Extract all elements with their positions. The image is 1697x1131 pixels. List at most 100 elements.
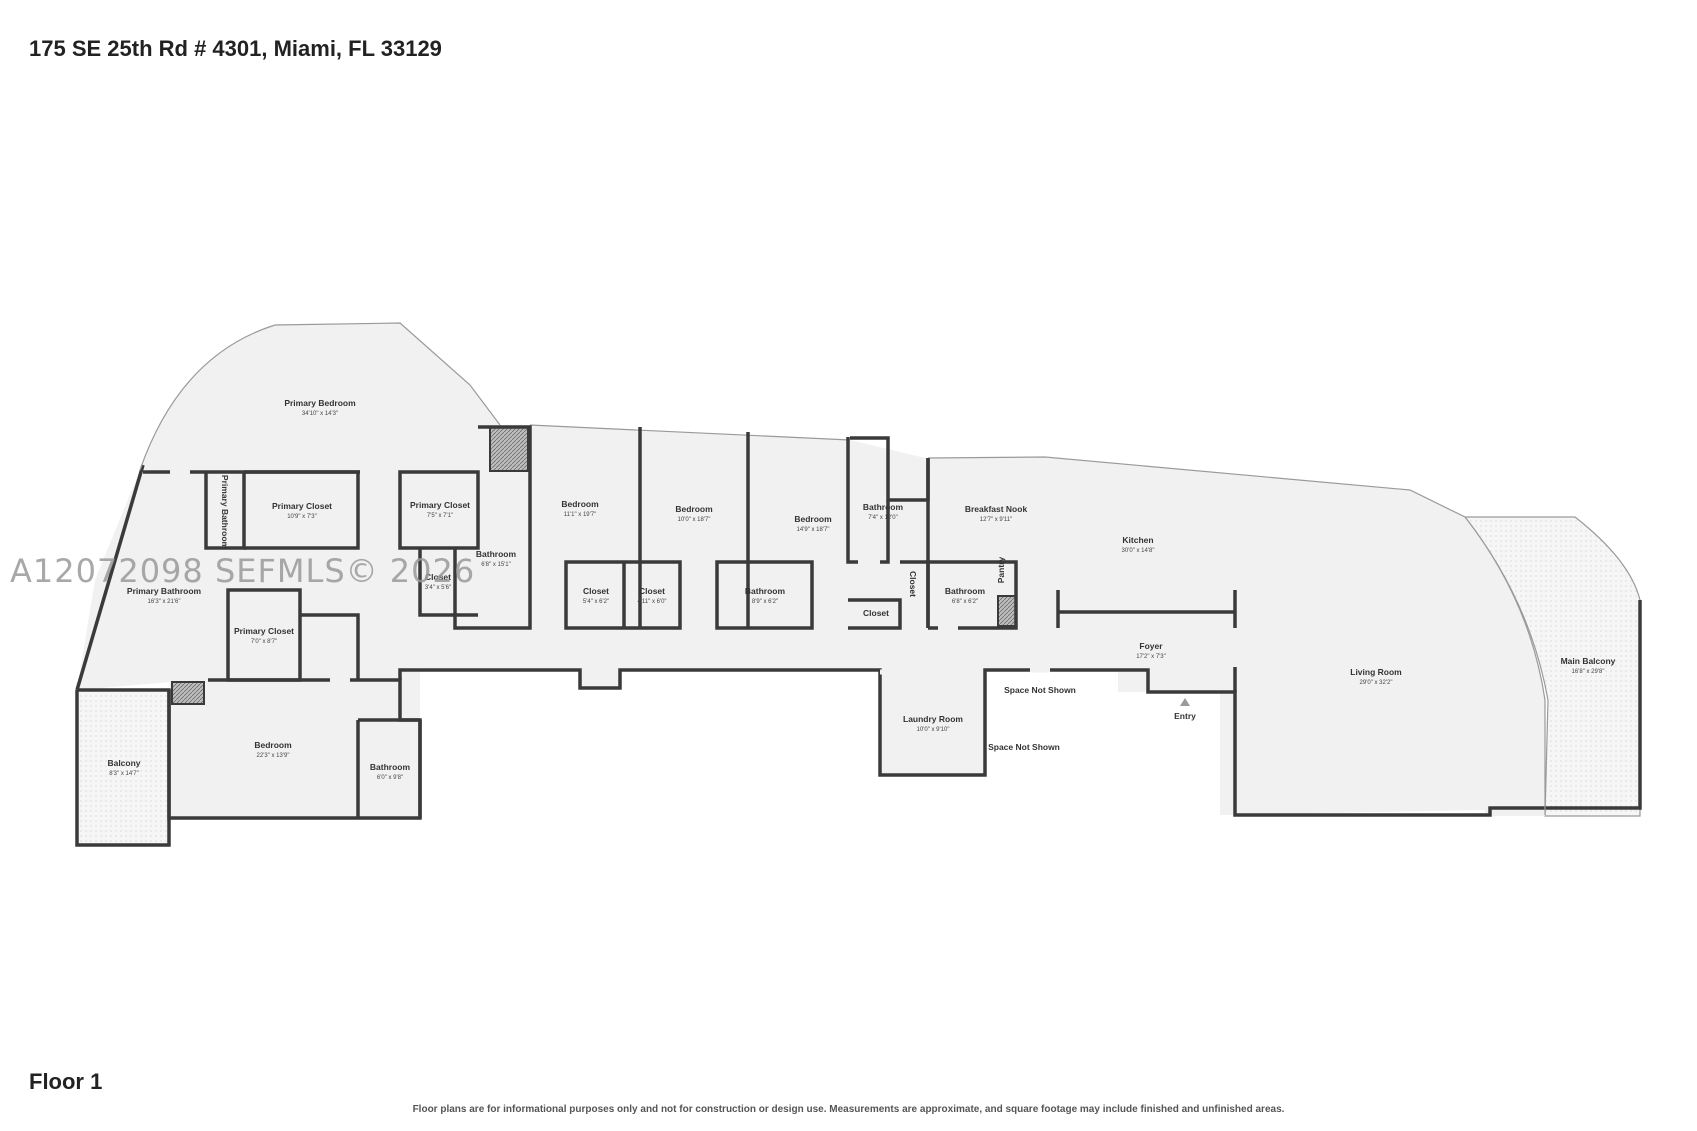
mls-watermark: A12072098 SEFMLS© 2026 — [10, 552, 476, 590]
room-closet-2: Closet 4'11" x 6'0" — [637, 586, 666, 605]
room-closet-4: Closet — [908, 571, 918, 597]
room-bathroom-1: Bathroom 6'8" x 15'1" — [476, 549, 517, 568]
svg-text:34'10" x 14'3": 34'10" x 14'3" — [302, 411, 338, 417]
room-closet-3: Closet — [863, 608, 889, 618]
svg-text:Bathroom: Bathroom — [370, 762, 411, 772]
room-bedroom-4: Bedroom 22'3" x 13'9" — [254, 740, 292, 759]
entry-arrow-icon — [1180, 698, 1190, 706]
svg-text:Bathroom: Bathroom — [945, 586, 986, 596]
shaft-block-3 — [997, 595, 1017, 627]
svg-text:Primary Closet: Primary Closet — [410, 500, 470, 510]
svg-text:8'9" x 6'2": 8'9" x 6'2" — [752, 599, 778, 605]
svg-text:Closet: Closet — [425, 572, 451, 582]
room-bathroom-5: Bathroom 6'0" x 9'8" — [370, 762, 411, 781]
room-bathroom-3: Bathroom 7'4" x 12'0" — [863, 502, 904, 521]
svg-text:Bedroom: Bedroom — [794, 514, 832, 524]
svg-text:Closet: Closet — [908, 571, 918, 597]
room-primary-closet-1: Primary Closet 10'9" x 7'3" — [272, 501, 332, 520]
outer-wall-balcony — [75, 688, 171, 847]
svg-text:6'8" x 6'2": 6'8" x 6'2" — [952, 599, 978, 605]
note-space-not-shown-2: Space Not Shown — [988, 742, 1060, 752]
svg-text:30'0" x 14'8": 30'0" x 14'8" — [1122, 548, 1155, 554]
curved-windows-east — [927, 456, 1546, 815]
balcony-area — [76, 689, 170, 846]
svg-text:Laundry Room: Laundry Room — [903, 714, 963, 724]
svg-text:22'3" x 13'9": 22'3" x 13'9" — [257, 753, 290, 759]
svg-text:Primary Bedroom: Primary Bedroom — [284, 398, 356, 408]
room-living-room: Living Room 29'0" x 32'2" — [1350, 667, 1402, 686]
svg-text:Foyer: Foyer — [1139, 641, 1163, 651]
note-entry: Entry — [1174, 711, 1196, 721]
floor-label: Floor 1 — [29, 1069, 103, 1094]
svg-text:5'4" x 6'2": 5'4" x 6'2" — [583, 599, 609, 605]
curved-windows-primary — [139, 322, 501, 471]
svg-text:7'4" x 12'0": 7'4" x 12'0" — [868, 515, 898, 521]
svg-text:Bathroom: Bathroom — [863, 502, 904, 512]
svg-text:16'3" x 21'6": 16'3" x 21'6" — [148, 599, 181, 605]
svg-text:Closet: Closet — [639, 586, 665, 596]
room-bedroom-3: Bedroom 14'9" x 18'7" — [794, 514, 832, 533]
svg-text:Primary Closet: Primary Closet — [272, 501, 332, 511]
room-foyer: Foyer 17'2" x 7'3" — [1136, 641, 1166, 660]
room-closet-small: Closet 3'4" x 5'6" — [425, 572, 451, 591]
svg-text:Living Room: Living Room — [1350, 667, 1402, 677]
svg-text:7'5" x 7'1": 7'5" x 7'1" — [427, 513, 453, 519]
svg-text:Pantry: Pantry — [996, 557, 1006, 584]
room-primary-bedroom: Primary Bedroom 34'10" x 14'3" — [284, 398, 356, 417]
svg-text:Main Balcony: Main Balcony — [1561, 656, 1616, 666]
room-main-balcony: Main Balcony 16'8" x 29'8" — [1561, 656, 1616, 675]
outer-wall-living-east — [1545, 600, 1642, 810]
svg-text:7'0" x 8'7": 7'0" x 8'7" — [251, 639, 277, 645]
interior-walls — [143, 425, 1237, 818]
svg-text:Bathroom: Bathroom — [745, 586, 786, 596]
svg-text:10'0" x 18'7": 10'0" x 18'7" — [678, 517, 711, 523]
svg-text:Kitchen: Kitchen — [1122, 535, 1153, 545]
room-balcony: Balcony 8'3" x 14'7" — [107, 758, 140, 777]
room-breakfast-nook: Breakfast Nook 12'7" x 9'11" — [965, 504, 1028, 523]
room-kitchen: Kitchen 30'0" x 14'8" — [1122, 535, 1155, 554]
room-laundry-room: Laundry Room 10'0" x 9'10" — [903, 714, 963, 733]
svg-text:Bedroom: Bedroom — [561, 499, 599, 509]
svg-text:Closet: Closet — [583, 586, 609, 596]
note-space-not-shown-1: Space Not Shown — [1004, 685, 1076, 695]
svg-text:17'2" x 7'3": 17'2" x 7'3" — [1136, 654, 1166, 660]
room-primary-closet-2: Primary Closet 7'5" x 7'1" — [410, 500, 470, 519]
svg-text:10'0" x 9'10": 10'0" x 9'10" — [917, 727, 950, 733]
outer-wall-corridor-south — [398, 668, 1545, 817]
room-primary-closet-3: Primary Closet 7'0" x 8'7" — [234, 626, 294, 645]
door-openings — [170, 469, 1050, 683]
disclaimer-text: Floor plans are for informational purpos… — [412, 1104, 1285, 1115]
svg-text:11'1" x 19'7": 11'1" x 19'7" — [564, 512, 596, 518]
svg-text:6'0" x 9'8": 6'0" x 9'8" — [377, 775, 403, 781]
shaft-block-1 — [489, 426, 529, 472]
svg-text:16'8" x 29'8": 16'8" x 29'8" — [1572, 669, 1605, 675]
svg-text:Bathroom: Bathroom — [476, 549, 517, 559]
window-line-north — [529, 424, 851, 441]
svg-text:Balcony: Balcony — [107, 758, 140, 768]
room-bedroom-2: Bedroom 10'0" x 18'7" — [675, 504, 713, 523]
svg-text:29'0" x 32'2": 29'0" x 32'2" — [1360, 680, 1393, 686]
svg-text:4'11" x 6'0": 4'11" x 6'0" — [637, 599, 666, 605]
svg-text:Closet: Closet — [863, 608, 889, 618]
svg-text:12'7" x 9'11": 12'7" x 9'11" — [980, 517, 1012, 523]
svg-text:8'3" x 14'7": 8'3" x 14'7" — [109, 771, 139, 777]
svg-text:Primary Bathroom: Primary Bathroom — [127, 586, 202, 596]
svg-text:Breakfast Nook: Breakfast Nook — [965, 504, 1028, 514]
outer-wall-west — [75, 464, 145, 691]
room-bathroom-4: Bathroom 6'8" x 6'2" — [945, 586, 986, 605]
svg-text:Primary Closet: Primary Closet — [234, 626, 294, 636]
svg-text:Bedroom: Bedroom — [254, 740, 292, 750]
svg-text:Bedroom: Bedroom — [675, 504, 713, 514]
svg-text:Primary Bathroom: Primary Bathroom — [220, 475, 230, 550]
room-primary-bathroom-small: Primary Bathroom — [220, 475, 230, 550]
room-pantry: Pantry — [996, 557, 1006, 584]
listing-address: 175 SE 25th Rd # 4301, Miami, FL 33129 — [29, 36, 442, 61]
svg-text:14'9" x 18'7": 14'9" x 18'7" — [797, 527, 830, 533]
room-closet-1: Closet 5'4" x 6'2" — [583, 586, 609, 605]
svg-text:10'9" x 7'3": 10'9" x 7'3" — [287, 514, 317, 520]
room-primary-bathroom: Primary Bathroom 16'3" x 21'6" — [127, 586, 202, 605]
svg-text:3'4" x 5'6": 3'4" x 5'6" — [425, 585, 451, 591]
shaft-block-2 — [171, 681, 205, 705]
svg-text:6'8" x 15'1": 6'8" x 15'1" — [481, 562, 511, 568]
